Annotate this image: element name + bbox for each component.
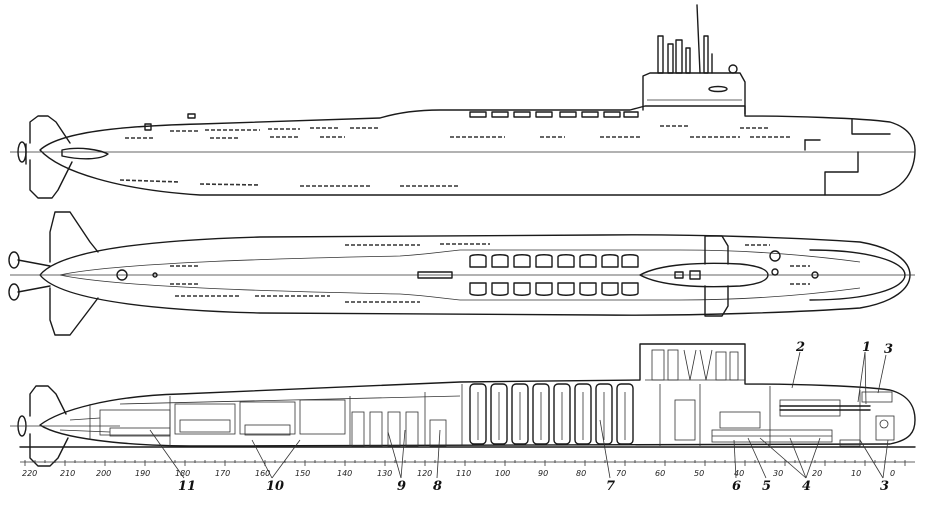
side-elevation-view xyxy=(10,4,916,199)
missile-tube xyxy=(511,383,529,445)
callout-3-top: 3 xyxy=(884,342,893,357)
missile-tube xyxy=(532,383,550,445)
callout-6: 6 xyxy=(732,479,741,494)
plan-upper-stabiliser xyxy=(49,211,99,263)
frame-label: 30 xyxy=(773,469,783,478)
frame-label: 210 xyxy=(60,469,75,478)
plan-lower-stabiliser xyxy=(49,287,99,336)
frame-label: 10 xyxy=(851,469,861,478)
callout-10: 10 xyxy=(266,479,284,494)
frame-label: 160 xyxy=(255,469,270,478)
plan-sail xyxy=(639,262,769,288)
side-masts xyxy=(657,4,738,93)
frame-label: 110 xyxy=(456,469,471,478)
longitudinal-section-view xyxy=(10,343,916,479)
missile-tube xyxy=(553,383,571,445)
section-sail-interior xyxy=(645,349,745,381)
frame-label: 140 xyxy=(337,469,352,478)
section-hull-outline xyxy=(39,343,916,447)
frame-label: 130 xyxy=(377,469,392,478)
frame-label: 0 xyxy=(890,469,895,478)
callout-3-bottom: 3 xyxy=(880,479,889,494)
frame-label: 120 xyxy=(417,469,432,478)
callout-9: 9 xyxy=(397,479,406,494)
side-lower-rudder xyxy=(29,159,73,199)
side-hull-outline xyxy=(39,105,916,196)
callout-11: 11 xyxy=(178,479,196,494)
plan-sail-plane-lower xyxy=(704,285,729,317)
plan-missile-hatches xyxy=(469,254,639,296)
missile-tube xyxy=(616,383,634,445)
frame-label: 200 xyxy=(96,469,111,478)
side-upper-rudder xyxy=(29,115,71,144)
callout-leaders xyxy=(149,351,889,479)
frame-label: 170 xyxy=(215,469,230,478)
section-forward-compartments xyxy=(659,384,895,447)
callout-numbers: 1 2 3 3 4 5 6 7 8 9 10 11 xyxy=(178,340,893,494)
frame-label: 90 xyxy=(538,469,548,478)
frame-label: 80 xyxy=(576,469,586,478)
frame-label: 50 xyxy=(694,469,704,478)
frame-label: 100 xyxy=(495,469,510,478)
frame-label: 60 xyxy=(655,469,665,478)
callout-7: 7 xyxy=(606,479,615,494)
frame-label: 190 xyxy=(135,469,150,478)
frame-label: 20 xyxy=(812,469,822,478)
frame-label: 70 xyxy=(616,469,626,478)
plan-sail-plane-upper xyxy=(704,235,729,265)
plan-view xyxy=(8,211,915,336)
callout-8: 8 xyxy=(433,479,442,494)
side-propeller xyxy=(17,141,27,163)
frame-label: 180 xyxy=(175,469,190,478)
frame-label: 40 xyxy=(734,469,744,478)
callout-2: 2 xyxy=(795,340,805,355)
callout-1: 1 xyxy=(862,340,871,355)
section-missile-tubes xyxy=(469,383,634,445)
side-hatch-row xyxy=(469,111,639,118)
missile-tube xyxy=(469,383,487,445)
callout-4: 4 xyxy=(802,479,811,494)
section-aft-machinery xyxy=(59,384,463,447)
frame-label: 220 xyxy=(22,469,37,478)
frame-scale: 220 210 200 190 180 170 160 150 140 130 … xyxy=(22,469,895,478)
frame-label: 150 xyxy=(295,469,310,478)
missile-tube xyxy=(490,383,508,445)
side-sail xyxy=(642,72,746,115)
callout-5: 5 xyxy=(762,479,771,494)
missile-tube xyxy=(574,383,592,445)
frame-ticks xyxy=(24,460,906,466)
